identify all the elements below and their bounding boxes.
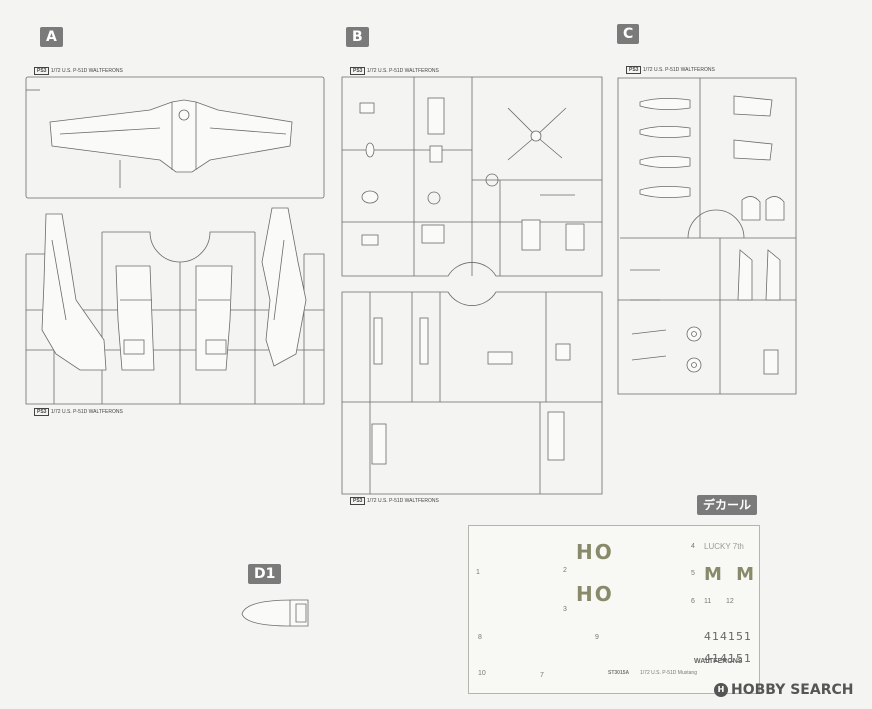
decal-num-2: 2: [563, 567, 567, 574]
decal-label: デカール: [697, 495, 758, 515]
sprue-label-d1: D1: [248, 564, 282, 584]
sprue-b-tag-bottom: PS3 1/72 U.S. P-51D WALTFERONS: [350, 497, 439, 505]
decal-sheet: [468, 525, 760, 694]
decal-num-1: 1: [476, 569, 480, 576]
sprue-label-c: C: [617, 24, 640, 44]
decal-footer-code: ST3015A: [608, 670, 630, 676]
sprue-a-tag-top: PS3 1/72 U.S. P-51D WALTFERONS: [34, 67, 123, 75]
decal-code-ho-1: HO: [576, 540, 614, 564]
decal-num-9: 9: [595, 634, 599, 641]
sprue-a: [25, 76, 325, 405]
sprue-a-tag-bottom: PS3 1/72 U.S. P-51D WALTFERONS: [34, 408, 123, 416]
sprue-c-tag-top: PS3 1/72 U.S. P-51D WALTFERONS: [626, 66, 715, 74]
decal-num-11: 11: [704, 598, 712, 605]
decal-code-mm: M M: [704, 564, 759, 585]
decal-num-4: 4: [691, 543, 695, 550]
hobby-search-logo-icon: H: [714, 683, 728, 697]
decal-num-12: 12: [726, 598, 734, 605]
decal-num-10: 10: [478, 670, 486, 677]
decal-num-6: 6: [691, 598, 695, 605]
decal-footer-title: 1/72 U.S. P-51D Mustang: [640, 670, 697, 676]
canopy-d1: [241, 599, 309, 627]
sprue-label-a: A: [40, 27, 63, 47]
decal-code-ho-2: HO: [576, 582, 614, 606]
decal-num-3: 3: [563, 606, 567, 613]
sprue-b-tag-top: PS3 1/72 U.S. P-51D WALTFERONS: [350, 67, 439, 75]
decal-num-8: 8: [478, 634, 482, 641]
sprue-label-b: B: [346, 27, 369, 47]
decal-footer-brand: WALTFERONS: [694, 658, 743, 665]
decal-serial-1: 414151: [704, 630, 752, 643]
decal-num-7: 7: [540, 672, 544, 679]
sprue-b-upper: [341, 76, 603, 277]
sprue-c: [617, 77, 797, 395]
sprue-b-lower: [341, 291, 603, 495]
decal-num-5: 5: [691, 570, 695, 577]
decal-serial-2: 414151: [704, 652, 752, 665]
decal-nose-text: LUCKY 7th: [704, 542, 744, 551]
